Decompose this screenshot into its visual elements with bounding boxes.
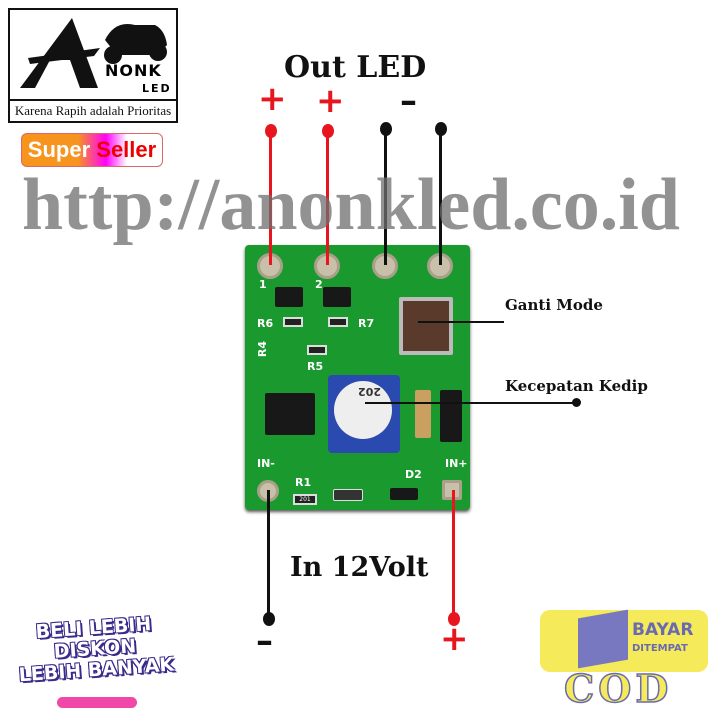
- led-indicator: [333, 489, 363, 501]
- wire: [452, 490, 455, 618]
- cod-line: DITEMPAT: [632, 643, 688, 654]
- silk-label: R5: [307, 360, 324, 373]
- potentiometer[interactable]: 202: [328, 375, 400, 453]
- pcb-board: 1 2 R6 R7 R4 R5 202 IN- IN+ R1 D2 201: [245, 245, 470, 510]
- wire-end: [448, 612, 460, 626]
- promo-banner: BELI LEBIH DISKON LEBIH BANYAK: [13, 612, 177, 686]
- plus-sign: +: [440, 619, 469, 659]
- badge-word-1: Super: [27, 137, 91, 162]
- speed-label: Kecepatan Kedip: [505, 377, 648, 395]
- tagline: Karena Rapih adalah Prioritas: [10, 99, 176, 121]
- pad-out2: [314, 253, 340, 279]
- ic-chip: [265, 393, 315, 435]
- silk-label: D2: [405, 468, 422, 481]
- pointer-line: [418, 321, 504, 323]
- silk-label: R4: [256, 340, 270, 358]
- brand-logo: NONK LED Karena Rapih adalah Prioritas: [8, 8, 178, 123]
- plus-sign: +: [316, 81, 345, 121]
- wire-end: [263, 612, 275, 626]
- package-icon: [578, 609, 628, 669]
- wire: [439, 128, 442, 265]
- badge-word-2: Seller: [96, 137, 157, 162]
- cod-text: COD: [563, 666, 673, 711]
- silk-label: 2: [315, 278, 323, 291]
- silk-label: R6: [257, 317, 274, 330]
- super-seller-badge: Super Seller: [21, 133, 163, 167]
- wire: [384, 128, 387, 265]
- pointer-end: [572, 398, 581, 407]
- resistor-r1: 201: [293, 494, 317, 505]
- diode: [440, 390, 462, 442]
- logo-subtext: LED: [142, 82, 172, 95]
- minus-sign: –: [400, 81, 417, 121]
- pointer-line: [365, 402, 575, 404]
- minus-sign: –: [256, 621, 273, 661]
- wire: [269, 130, 272, 265]
- silk-label: R7: [358, 317, 375, 330]
- transistor: [323, 287, 351, 307]
- wire: [267, 490, 270, 618]
- resistor: [283, 317, 303, 327]
- mode-label: Ganti Mode: [505, 296, 603, 314]
- pot-value: 202: [358, 385, 381, 398]
- promo-pill: [57, 697, 137, 708]
- out-led-label: Out LED: [284, 50, 427, 85]
- logo-mark-icon: [20, 18, 167, 88]
- mode-button[interactable]: [399, 297, 453, 355]
- silk-label: IN-: [257, 457, 275, 470]
- silk-label: 1: [259, 278, 267, 291]
- resistor: [328, 317, 348, 327]
- silk-label: IN+: [445, 457, 468, 470]
- cod-line: BAYAR: [632, 620, 694, 640]
- watermark: http://anonkled.co.id: [22, 164, 680, 246]
- wire: [326, 130, 329, 265]
- logo-text: NONK: [105, 61, 162, 80]
- cod-badge: BAYAR DITEMPAT COD: [540, 609, 708, 711]
- plus-sign: +: [258, 79, 287, 119]
- transistor: [275, 287, 303, 307]
- silk-label: R1: [295, 476, 312, 489]
- capacitor: [415, 390, 431, 438]
- resistor-value: 201: [299, 496, 311, 503]
- input-label: In 12Volt: [290, 552, 429, 583]
- resistor: [307, 345, 327, 355]
- diode-d2: [390, 488, 418, 500]
